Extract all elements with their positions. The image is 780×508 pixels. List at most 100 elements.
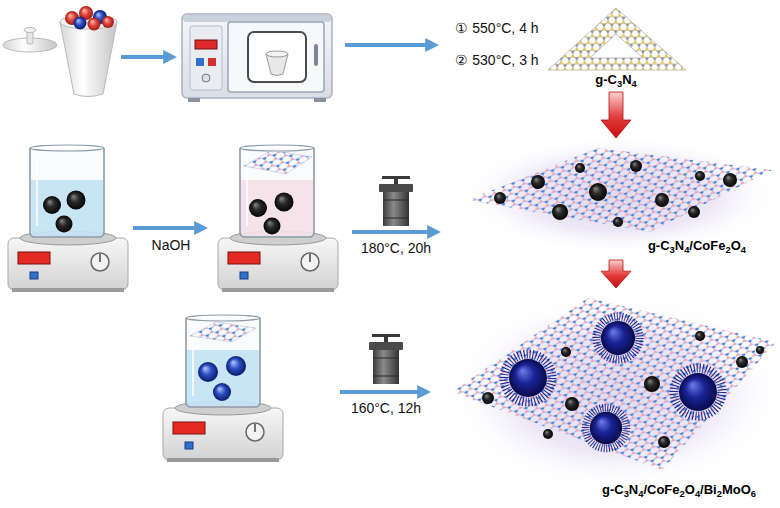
subscript: 4 (741, 245, 746, 255)
stirring-setup (56, 216, 73, 233)
muffle-furnace (228, 22, 324, 92)
binary-composite-sheet (695, 171, 705, 181)
reaction-arrow (601, 260, 631, 288)
process-arrow (133, 226, 197, 230)
crucible (3, 6, 117, 97)
binary-composite-sheet (723, 173, 737, 187)
ternary-composite-sheet (644, 376, 660, 392)
subscript: 4 (632, 79, 637, 89)
binary-composite-sheet (494, 192, 506, 204)
stirring-setup (163, 401, 283, 462)
ternary-composite-sheet (447, 292, 780, 492)
reaction-arrow (601, 92, 631, 138)
muffle-furnace (182, 14, 332, 102)
process-arrow (121, 55, 166, 59)
crucible (24, 28, 36, 33)
ternary-composite-sheet (504, 354, 552, 402)
g-c3n4-structure (548, 8, 686, 70)
process-arrow (340, 390, 420, 394)
subscript: 3 (617, 79, 622, 89)
binary-composite-sheet (688, 206, 700, 218)
stirring-setup (163, 315, 283, 462)
product-node: g-C3N4/CoFe2O4 (462, 140, 776, 258)
binary-composite-sheet (589, 183, 607, 201)
muffle-furnace (195, 40, 217, 49)
process-arrow (345, 43, 428, 47)
process-arrow (352, 230, 430, 234)
ternary-composite-sheet (482, 392, 494, 404)
muffle-furnace (182, 14, 332, 98)
binary-composite-sheet (655, 193, 669, 207)
condition-label: ① 550°C, 4 h (455, 20, 538, 37)
product-label: g-C3N4/CoFe2O4/Bi2MoO6 (602, 482, 756, 498)
ternary-composite-sheet (543, 429, 553, 439)
muffle-furnace (314, 98, 326, 102)
product-label: g-C3N4/CoFe2O4 (648, 238, 746, 254)
binary-composite-sheet (468, 148, 772, 232)
subscript: 2 (717, 489, 722, 499)
stirring-setup (213, 383, 231, 401)
ternary-composite-sheet (452, 298, 776, 470)
binary-composite-sheet (630, 160, 642, 172)
condition-label: NaOH (152, 237, 191, 254)
muffle-furnace (202, 74, 210, 82)
ternary-composite-sheet (596, 316, 639, 359)
subscript: 2 (725, 245, 730, 255)
product-label: g-C3N4 (595, 72, 636, 88)
ternary-composite-sheet (658, 436, 670, 448)
condition-label: ② 530°C, 3 h (455, 52, 538, 69)
stirring-setup (244, 150, 312, 174)
product-node: g-C3N4 (545, 6, 687, 90)
ternary-composite-sheet (565, 397, 579, 411)
binary-composite-sheet (613, 217, 623, 227)
subscript: 3 (624, 489, 629, 499)
ternary-composite-sheet (756, 346, 764, 354)
stirring-setup (240, 145, 314, 237)
stirring-setup (8, 231, 128, 292)
stirring-setup (8, 145, 128, 292)
binary-composite-sheet (575, 163, 585, 173)
ternary-composite-sheet (695, 331, 705, 341)
muffle-furnace (183, 15, 331, 22)
stirring-setup (226, 356, 246, 376)
binary-composite-sheet (552, 204, 568, 220)
condition-label: 180°C, 20h (361, 240, 431, 257)
muffle-furnace (190, 26, 222, 90)
stirring-setup (218, 145, 338, 292)
stirring-setup (264, 218, 281, 235)
stirring-setup (249, 199, 267, 217)
binary-composite-sheet (460, 135, 780, 255)
product-node: g-C3N4/CoFe2O4/Bi2MoO6 (448, 290, 778, 502)
ternary-composite-sheet (736, 356, 748, 368)
subscript: 2 (680, 489, 685, 499)
ternary-composite-sheet (447, 292, 780, 492)
stirring-setup (43, 196, 61, 214)
stirring-setup (275, 193, 294, 212)
subscript: 4 (684, 245, 689, 255)
subscript: 3 (670, 245, 675, 255)
ternary-composite-sheet (561, 347, 571, 357)
muffle-furnace (196, 58, 204, 66)
subscript: 4 (638, 489, 643, 499)
subscript: 6 (751, 489, 756, 499)
binary-composite-sheet (531, 175, 545, 189)
stirring-setup (30, 145, 104, 237)
stirring-setup (67, 191, 86, 210)
binary-composite-sheet (460, 135, 780, 255)
muffle-furnace (208, 58, 216, 66)
crucible (88, 18, 101, 31)
muffle-furnace (188, 98, 200, 102)
muffle-furnace (314, 44, 318, 66)
condition-label: 160°C, 12h (351, 400, 421, 417)
crucible (102, 16, 114, 28)
ternary-composite-sheet (586, 408, 627, 449)
muffle-furnace (248, 32, 306, 82)
stirring-setup (218, 231, 338, 292)
stirring-setup (198, 362, 218, 382)
crucible (74, 17, 87, 30)
stirring-setup (190, 322, 256, 342)
stirring-setup (186, 315, 260, 407)
subscript: 4 (695, 489, 700, 499)
synthesis-illustration (379, 176, 413, 226)
